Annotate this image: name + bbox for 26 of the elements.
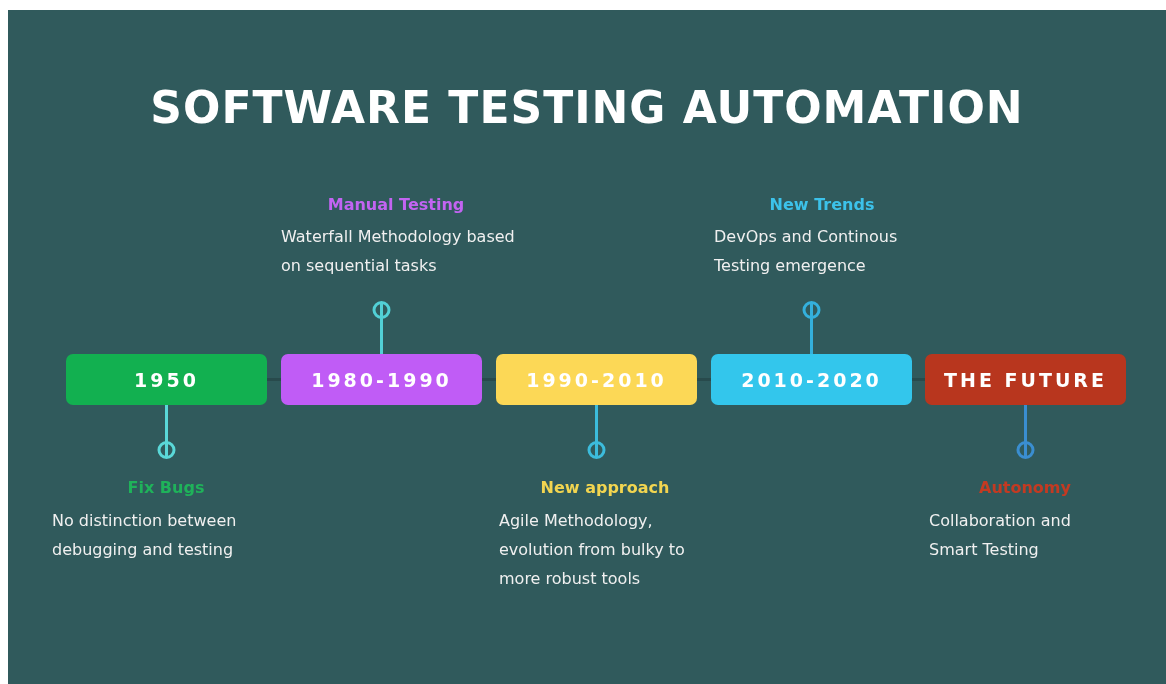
era-box <box>281 354 482 405</box>
milestone-heading: Autonomy <box>979 478 1071 497</box>
era-box <box>66 354 267 405</box>
milestone-description: Agile Methodology, evolution from bulky to more robust tools <box>499 510 686 590</box>
era-box <box>925 354 1126 405</box>
milestone-heading: Manual Testing <box>327 195 465 214</box>
era-label: 2010-2020 <box>741 368 882 391</box>
milestone-description: Waterfall Methodology based on sequential tasks <box>281 226 516 277</box>
pin-connector <box>157 405 176 459</box>
pin-connector <box>587 405 606 459</box>
milestone-description: Collaboration and Smart Testing <box>929 510 1072 561</box>
era-box <box>496 354 697 405</box>
pin-connector <box>802 301 821 354</box>
era-box <box>711 354 912 405</box>
era-label: 1980-1990 <box>311 368 452 391</box>
milestone-heading: New approach <box>540 478 670 497</box>
milestone-heading: New Trends <box>769 195 875 214</box>
pin-connector <box>372 301 391 354</box>
title: SOFTWARE TESTING AUTOMATION <box>150 82 1024 133</box>
era-label: 1950 <box>134 368 199 391</box>
pin-connector <box>1016 405 1035 459</box>
era-label: 1990-2010 <box>526 368 667 391</box>
milestone-heading: Fix Bugs <box>127 478 205 497</box>
era-label: THE FUTURE <box>944 368 1107 391</box>
milestone-description: No distinction between debugging and testing <box>52 510 238 561</box>
milestone-description: DevOps and Continous Testing emergence <box>714 226 899 277</box>
